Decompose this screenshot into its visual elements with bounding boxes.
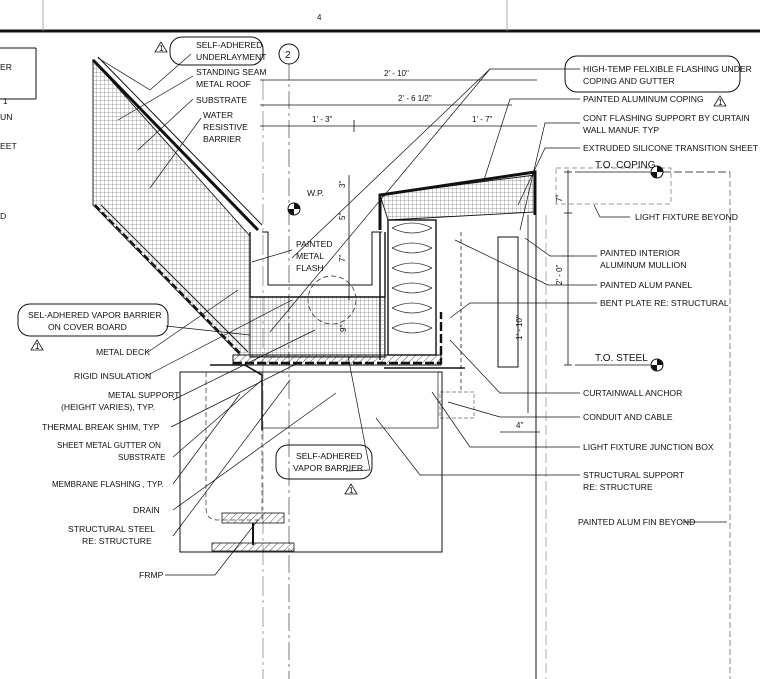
label-self-adhered-underlayment: UNDERLAYMENT — [196, 52, 267, 62]
dim-4: 4" — [516, 421, 523, 430]
dim-1-10: 1' - 10" — [515, 315, 524, 340]
left-labels: SELF-ADHERED UNDERLAYMENT STANDING SEAM … — [28, 40, 363, 580]
level-coping: T.O. COPING — [575, 160, 730, 179]
revision-cloud-top-left: 1 — [154, 36, 264, 66]
rev-mark: 1 — [349, 486, 354, 495]
label-water-resistive: RESISTIVE — [203, 122, 248, 132]
dim-right: 1' - 7" — [472, 115, 493, 124]
work-point-label: W.P. — [307, 188, 324, 198]
label-metal-support: METAL SUPPORT — [108, 390, 180, 400]
label-junction-box: LIGHT FIXTURE JUNCTION BOX — [583, 442, 714, 452]
grid-line-2: 2 — [278, 43, 300, 679]
label-cont-flashing-support: WALL MANUF. TYP — [583, 125, 659, 135]
revision-cloud-flashing: 1 — [564, 55, 741, 107]
label-drain: DRAIN — [133, 505, 160, 515]
label-painted-interior-mullion: ALUMINUM MULLION — [600, 260, 686, 270]
edge-fragment: 1 — [3, 97, 8, 106]
dim-left: 1' - 3" — [312, 115, 333, 124]
level-coping-label: T.O. COPING — [595, 160, 656, 171]
label-structural-support: RE: STRUCTURE — [583, 482, 653, 492]
label-structural-steel: STRUCTURAL STEEL — [68, 524, 155, 534]
edge-fragment: EET — [0, 141, 17, 151]
label-conduit-cable: CONDUIT AND CABLE — [583, 412, 673, 422]
label-self-adhered-vapor: VAPOR BARRIER — [293, 463, 363, 473]
dimension-values: 2' - 10" 2' - 6 1/2" 1' - 3" 1' - 7" 3" … — [312, 69, 564, 430]
dim-2-0: 2' - 0" — [555, 264, 564, 285]
dim-overall: 2' - 10" — [384, 69, 409, 78]
label-structural-support: STRUCTURAL SUPPORT — [583, 470, 685, 480]
label-light-fixture-beyond: LIGHT FIXTURE BEYOND — [635, 212, 738, 222]
label-painted-interior-mullion: PAINTED INTERIOR — [600, 248, 680, 258]
label-metal-support: (HEIGHT VARIES), TYP. — [61, 402, 155, 412]
title-strip: 4 — [0, 0, 760, 33]
label-painted-alum-panel: PAINTED ALUM PANEL — [600, 280, 693, 290]
rev-mark: 1 — [35, 342, 40, 351]
work-point: W.P. — [287, 188, 324, 216]
label-painted-metal-flash: FLASH — [296, 263, 324, 273]
label-membrane-flashing: MEMBRANE FLASHING , TYP. — [52, 480, 164, 489]
label-rigid-insulation: RIGID INSULATION — [74, 371, 151, 381]
label-structural-steel: RE: STRUCTURE — [82, 536, 152, 546]
dim-9: 9" — [339, 325, 348, 332]
dimensions — [260, 79, 572, 433]
label-substrate: SUBSTRATE — [196, 95, 247, 105]
label-alum-fin-beyond: PAINTED ALUM FIN BEYOND — [578, 517, 695, 527]
edge-fragment: D — [0, 211, 6, 221]
label-extruded-silicone: EXTRUDED SILICONE TRANSITION SHEET — [583, 143, 759, 153]
right-labels: HIGH-TEMP FELXIBLE FLASHING UNDER COPING… — [578, 64, 759, 527]
edge-fragment: ER — [0, 62, 12, 72]
dim-3: 3" — [338, 181, 347, 188]
label-standing-seam: METAL ROOF — [196, 79, 251, 89]
leaders — [97, 53, 727, 576]
label-cont-flashing-support: CONT FLASHING SUPPORT BY CURTAIN — [583, 113, 750, 123]
label-frmp: FRMP — [139, 570, 164, 580]
dim-5: 5" — [338, 213, 347, 220]
sloped-roof — [91, 56, 263, 356]
label-high-temp-flashing: HIGH-TEMP FELXIBLE FLASHING UNDER — [583, 64, 752, 74]
rev-mark: 1 — [159, 44, 164, 53]
label-vapor-barrier-cover: ON COVER BOARD — [48, 322, 127, 332]
label-water-resistive: BARRIER — [203, 134, 241, 144]
label-self-adhered-underlayment: SELF-ADHERED — [196, 40, 262, 50]
level-steel: T.O. STEEL — [575, 353, 664, 372]
steel-beam — [179, 371, 443, 553]
label-metal-deck: METAL DECK — [96, 347, 150, 357]
label-curtainwall-anchor: CURTAINWALL ANCHOR — [583, 388, 682, 398]
grid-bubble-label: 2 — [285, 50, 291, 61]
gutter-assembly — [210, 167, 672, 679]
dim-7a: 7" — [338, 255, 347, 262]
level-steel-label: T.O. STEEL — [595, 353, 648, 364]
label-thermal-break: THERMAL BREAK SHIM, TYP — [42, 422, 160, 432]
label-high-temp-flashing: COPING AND GUTTER — [583, 76, 675, 86]
label-vapor-barrier-cover: SEL-ADHERED VAPOR BARRIER — [28, 310, 162, 320]
label-sheet-metal-gutter: SUBSTRATE — [118, 453, 165, 462]
edge-fragment: UN — [0, 112, 12, 122]
label-sheet-metal-gutter: SHEET METAL GUTTER ON — [57, 441, 161, 450]
left-border: ER 1 UN EET D — [0, 47, 37, 221]
label-painted-metal-flash: METAL — [296, 251, 324, 261]
label-painted-aluminum-coping: PAINTED ALUMINUM COPING — [583, 94, 704, 104]
label-standing-seam: STANDING SEAM — [196, 67, 267, 77]
label-water-resistive: WATER — [203, 110, 233, 120]
label-self-adhered-vapor: SELF-ADHERED — [296, 451, 362, 461]
page-number: 4 — [317, 13, 322, 22]
revision-cloud-vapor-bottom: 1 — [275, 444, 373, 495]
label-bent-plate: BENT PLATE RE: STRUCTURAL — [600, 298, 729, 308]
label-painted-metal-flash: PAINTED — [296, 239, 333, 249]
dim-secondary: 2' - 6 1/2" — [398, 94, 432, 103]
batt-insulation — [391, 222, 433, 334]
revision-cloud-vapor-left: 1 — [17, 303, 169, 351]
rev-mark: 1 — [718, 98, 723, 107]
dim-7b: 7" — [555, 195, 564, 202]
